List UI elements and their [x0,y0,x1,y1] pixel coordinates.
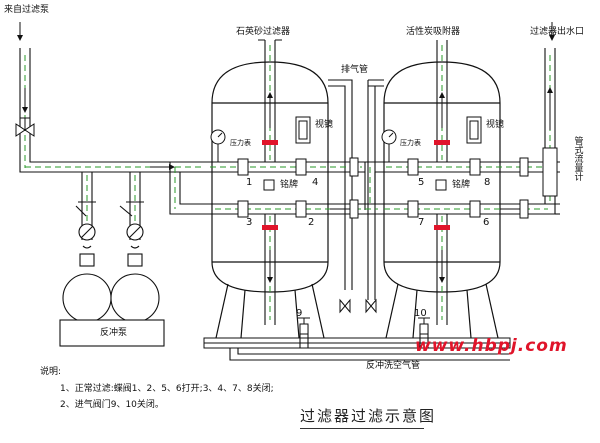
nameplate-label-left: 铭牌 [280,180,299,190]
site-watermark: www.hbpj.com [415,336,568,356]
valve-number: 2 [308,217,315,228]
pipes [19,39,560,361]
sight-glasses [295,116,482,144]
notes-heading: 说明: [40,367,62,377]
valve-number: 1 [246,177,253,188]
quartz-filter-label: 石英砂过滤器 [236,27,291,37]
notes-line-1: 1、正常过滤:蝶阀1、2、5、6打开;3、4、7、8关闭; [60,384,274,394]
valve-number: 4 [312,177,319,188]
valve-number: 5 [418,177,425,188]
flow-arrows [17,22,555,283]
ground-base [203,337,511,349]
valve-bodies [237,157,529,219]
exhaust-pipe-label: 排气管 [341,65,369,75]
pressure-gauges [210,129,397,162]
red-valve-markers [262,140,450,230]
valve-number: 10 [414,308,427,319]
sight-glass-label-left: 视镜 [315,120,334,130]
diagram-title: 过滤器过滤示意图 [300,407,437,425]
backwash-air-pipe-label: 反冲洗空气管 [366,361,421,371]
carbon-filter-label: 活性炭吸附器 [406,27,461,37]
valve-number: 6 [483,217,490,228]
valve-number: 8 [484,177,491,188]
pressure-gauge-label-right: 压力表 [400,139,421,147]
flowmeter-label: 管式流量计 [572,136,583,181]
sight-glass-label-right: 视镜 [486,120,505,130]
nameplate-label-right: 铭牌 [452,180,471,190]
nameplates [263,179,447,191]
valve-number: 9 [296,308,303,319]
title-underline [300,428,424,429]
backwash-pumps [59,201,165,347]
pressure-gauge-label-left: 压力表 [230,139,251,147]
notes-line-2: 2、进气阀门9、10关闭。 [60,400,164,410]
filter-outlet-label: 过滤器出水口 [530,27,585,37]
air-valves [298,298,430,335]
valve-number: 7 [418,217,425,228]
source-pump-label: 来自过滤泵 [4,5,50,15]
inlet-valve [15,117,35,137]
valve-number: 3 [246,217,253,228]
backwash-pump-label: 反冲泵 [100,328,128,338]
flowmeter-body [542,147,558,197]
